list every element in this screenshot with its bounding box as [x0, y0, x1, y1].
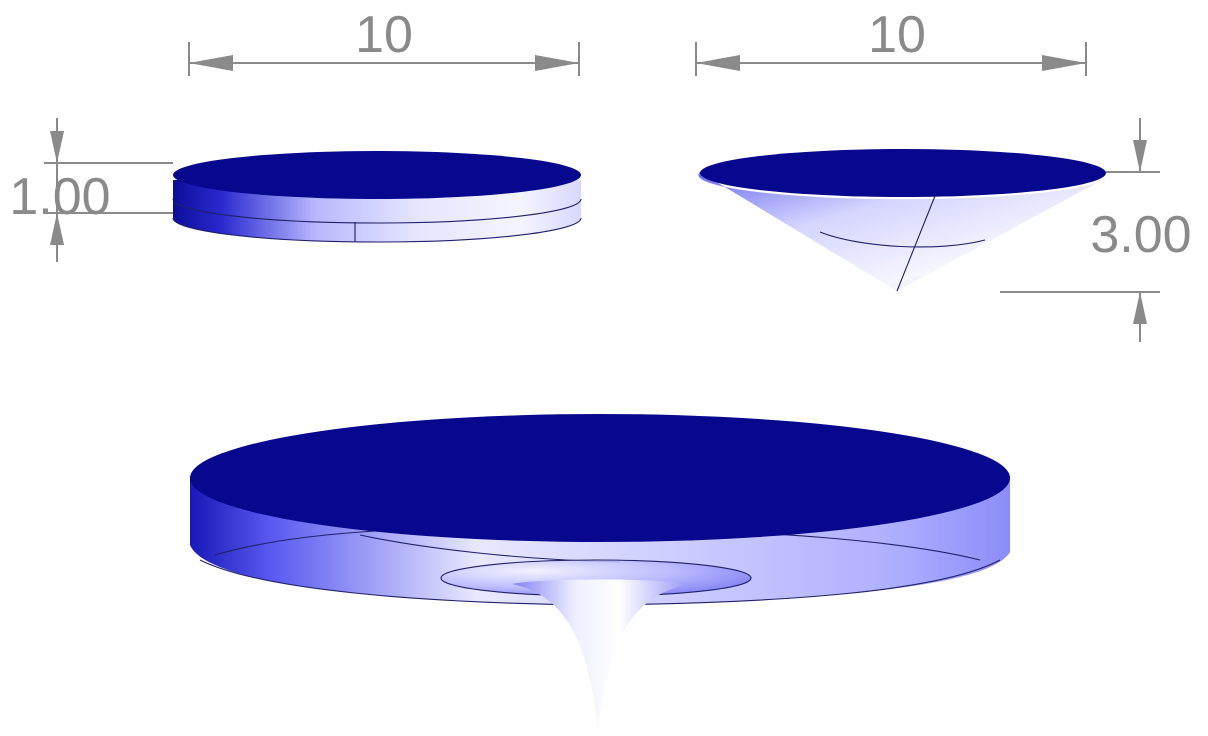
- cone-height-label: 3.00: [1090, 206, 1191, 264]
- disk-figure: [172, 151, 582, 243]
- cone-height-dimension: 3.00: [1000, 118, 1192, 342]
- cone-top-face: [700, 149, 1106, 197]
- disk-width-label: 10: [355, 6, 413, 64]
- disk-top-face: [173, 151, 581, 199]
- disk-width-dimension: 10: [188, 6, 580, 76]
- disk-thickness-label: 1.00: [9, 168, 110, 226]
- cone-width-dimension: 10: [695, 6, 1087, 76]
- combined-top-face: [190, 414, 1010, 542]
- combined-shape: [190, 414, 1010, 730]
- spike: [512, 579, 690, 730]
- cone-figure: [698, 149, 1106, 292]
- disk-thickness-dimension: 1.00: [9, 118, 173, 262]
- cone-side: [698, 172, 1106, 291]
- cone-width-label: 10: [868, 6, 926, 64]
